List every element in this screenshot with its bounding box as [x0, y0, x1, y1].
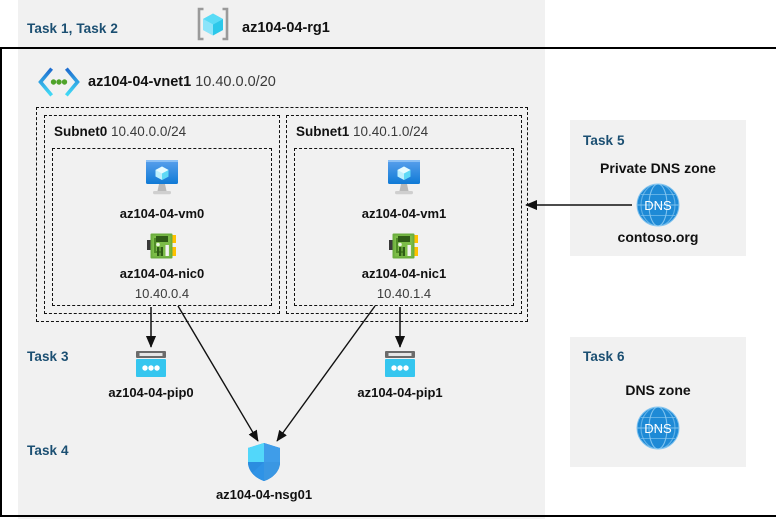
subnet-title-1: Subnet1 10.40.1.0/24 — [296, 124, 428, 139]
subnet-label-0: Subnet0 — [54, 124, 108, 139]
pip-name-1: az104-04-pip1 — [357, 385, 443, 400]
subnet-0-resources-box — [52, 148, 272, 306]
private-dns-title: Private DNS zone — [600, 160, 716, 176]
task-label-4: Task 4 — [27, 443, 69, 458]
subnet-1-resources-box — [294, 148, 514, 306]
arrow-nic1-to-nsg — [276, 305, 376, 442]
dns-icon-text: DNS — [644, 198, 672, 213]
network-interface-icon — [389, 232, 419, 260]
resource-group-left-border — [0, 47, 2, 517]
task-3-panel — [18, 338, 545, 412]
nsg-name: az104-04-nsg01 — [215, 487, 313, 502]
nic-name-0: az104-04-nic0 — [119, 266, 205, 281]
dns-zone-icon: DNS — [636, 183, 680, 227]
task-label-6: Task 6 — [583, 349, 625, 364]
resource-group-icon — [196, 7, 230, 41]
resource-group-name: az104-04-rg1 — [242, 20, 330, 36]
dns-zone-icon: DNS — [636, 406, 680, 450]
vnet-name: az104-04-vnet1 — [88, 74, 192, 90]
vnet-title: az104-04-vnet1 10.40.0.0/20 — [88, 73, 276, 91]
dns-icon-text: DNS — [644, 421, 672, 436]
public-dns-title: DNS zone — [625, 382, 691, 398]
subnet-cidr-0: 10.40.0.0/24 — [111, 124, 187, 139]
network-interface-icon — [147, 232, 177, 260]
subnets-wrapper — [36, 107, 528, 322]
subnet-cidr-1: 10.40.1.0/24 — [353, 124, 429, 139]
vm-name-1: az104-04-vm1 — [361, 206, 447, 221]
resource-group-bottom-border — [0, 515, 776, 517]
public-ip-icon — [134, 350, 168, 380]
public-ip-icon — [383, 350, 417, 380]
arrow-nic0-to-nsg — [177, 305, 259, 442]
virtual-machine-icon — [382, 158, 426, 198]
nic-ip-1: 10.40.1.4 — [376, 286, 432, 301]
task-label-1-2: Task 1, Task 2 — [27, 21, 118, 36]
vm-name-0: az104-04-vm0 — [119, 206, 205, 221]
private-dns-name: contoso.org — [617, 229, 699, 245]
vnet-container — [27, 56, 537, 329]
resource-group-top-border — [0, 47, 776, 49]
task-label-3: Task 3 — [27, 349, 69, 364]
nic-name-1: az104-04-nic1 — [361, 266, 447, 281]
virtual-network-icon — [38, 67, 80, 97]
subnet-label-1: Subnet1 — [296, 124, 350, 139]
subnet-title-0: Subnet0 10.40.0.0/24 — [54, 124, 186, 139]
vnet-address-space: 10.40.0.0/20 — [195, 74, 276, 90]
network-security-group-icon — [247, 442, 281, 482]
resource-group-header-band — [18, 0, 545, 47]
nic-ip-0: 10.40.0.4 — [134, 286, 190, 301]
task-label-5: Task 5 — [583, 133, 625, 148]
subnet-box-0 — [44, 115, 280, 314]
pip-name-0: az104-04-pip0 — [108, 385, 194, 400]
virtual-machine-icon — [140, 158, 184, 198]
subnet-box-1 — [286, 115, 522, 314]
